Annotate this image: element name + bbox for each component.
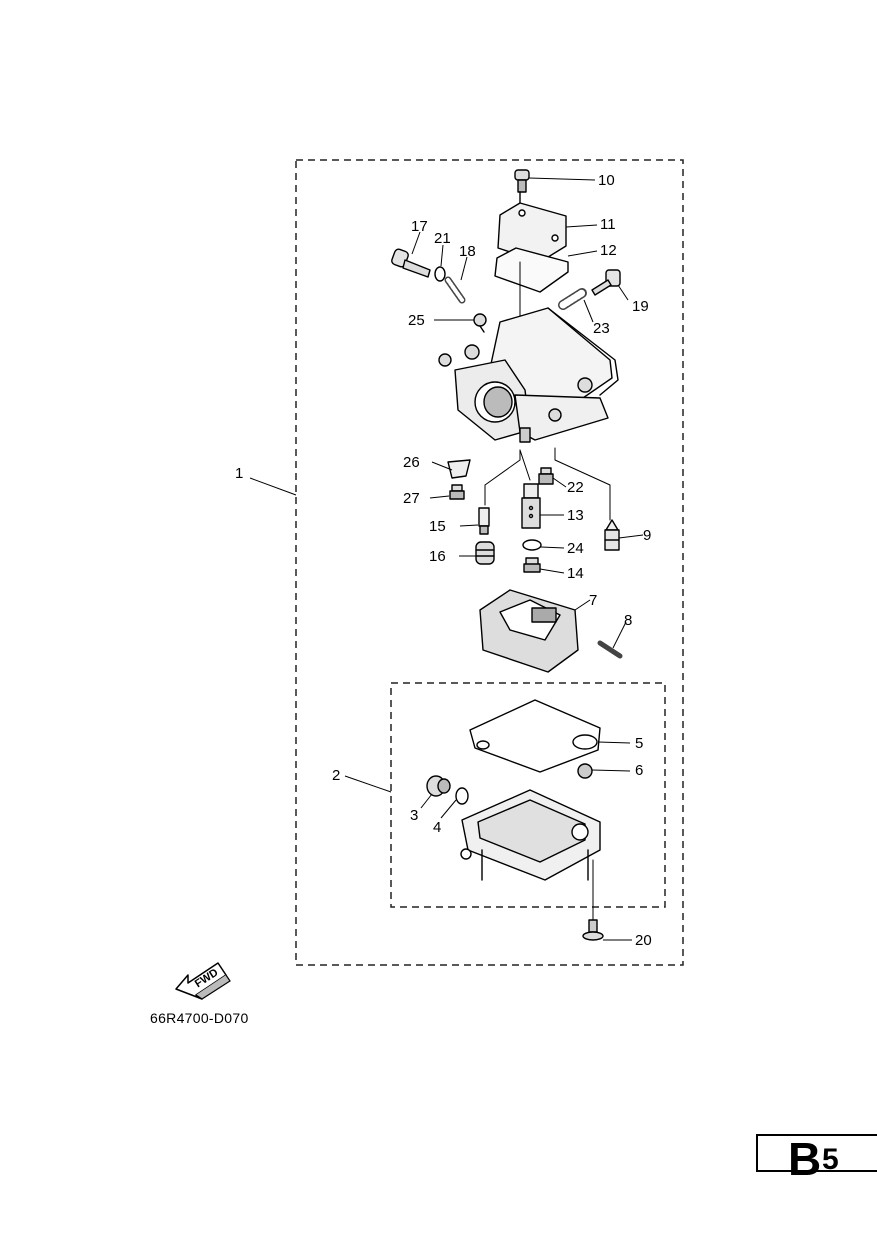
part-9-needle-valve xyxy=(604,519,620,551)
carburetor-body xyxy=(438,307,619,443)
part-10-screw xyxy=(514,169,530,213)
callout-25: 25 xyxy=(408,312,425,329)
callout-labels: 1 2 3 4 5 6 7 8 9 10 11 12 13 14 15 16 1… xyxy=(235,172,652,949)
assembly-boundary-1 xyxy=(295,159,684,966)
callout-20: 20 xyxy=(635,932,652,949)
part-18-spring xyxy=(444,276,466,304)
callout-1: 1 xyxy=(235,465,243,482)
callout-22: 22 xyxy=(567,479,584,496)
part-16-cap xyxy=(475,541,495,565)
callout-3: 3 xyxy=(410,807,418,824)
page-label-box: B 5 xyxy=(756,1133,877,1185)
part-3-drain-bolt xyxy=(426,775,451,797)
part-4-washer xyxy=(455,787,469,805)
callout-12: 12 xyxy=(600,242,617,259)
callout-4: 4 xyxy=(433,819,441,836)
callout-8: 8 xyxy=(624,612,632,629)
part-17-throttle-screw xyxy=(391,248,431,278)
part-26-bracket xyxy=(447,459,471,479)
callout-11: 11 xyxy=(600,216,616,233)
callout-2: 2 xyxy=(332,767,340,784)
leader-lines xyxy=(249,177,644,941)
callout-10: 10 xyxy=(598,172,615,189)
part-15-jet xyxy=(478,507,490,535)
part-12-gasket xyxy=(494,247,569,293)
assembly-boundary-2 xyxy=(390,682,666,908)
part-13-emulsion-tube xyxy=(521,483,541,529)
callout-27: 27 xyxy=(403,490,420,507)
part-25-screw xyxy=(473,313,487,333)
part-7-float xyxy=(479,589,579,673)
callout-24: 24 xyxy=(567,540,584,557)
callout-16: 16 xyxy=(429,548,446,565)
callout-23: 23 xyxy=(593,320,610,337)
fwd-arrow-icon: FWD xyxy=(175,962,231,1000)
page-label-letter: B xyxy=(788,1133,822,1185)
callout-5: 5 xyxy=(635,735,643,752)
callout-17: 17 xyxy=(411,218,428,235)
callout-15: 15 xyxy=(429,518,446,535)
callout-13: 13 xyxy=(567,507,584,524)
callout-26: 26 xyxy=(403,454,420,471)
page-label-number: 5 xyxy=(822,1143,839,1176)
float-chamber xyxy=(460,789,601,881)
part-8-pin xyxy=(597,640,623,659)
part-27-screw xyxy=(449,484,465,500)
diagram-code: 66R4700-D070 xyxy=(150,1010,249,1026)
callout-18: 18 xyxy=(459,243,476,260)
part-21-o-ring xyxy=(434,266,446,282)
part-11-cover xyxy=(497,202,567,263)
callout-6: 6 xyxy=(635,762,643,779)
part-20-screw xyxy=(582,859,604,941)
callout-21: 21 xyxy=(434,230,451,247)
callout-19: 19 xyxy=(632,298,649,315)
part-23-spring xyxy=(558,288,587,310)
part-24-o-ring xyxy=(522,539,542,551)
part-19-pilot-screw xyxy=(591,269,621,296)
callout-14: 14 xyxy=(567,565,584,582)
part-5-gasket xyxy=(469,699,601,773)
part-22-jet xyxy=(538,467,554,485)
part-6-filter xyxy=(577,763,593,779)
callout-9: 9 xyxy=(643,527,651,544)
callout-7: 7 xyxy=(589,592,597,609)
part-14-plug xyxy=(523,557,541,573)
